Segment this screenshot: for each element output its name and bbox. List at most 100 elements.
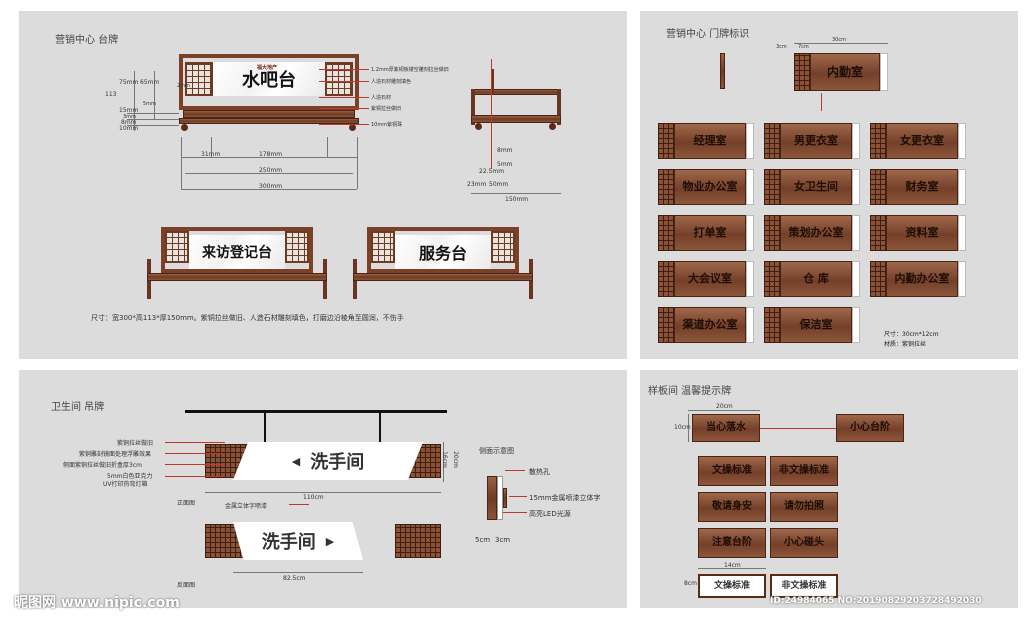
dim-line: [211, 137, 212, 157]
door-sign-text: 大会议室: [688, 272, 732, 285]
panel-title: 样板间 温馨提示牌: [648, 386, 732, 397]
callout-line: [319, 97, 369, 98]
callout-line: [503, 512, 527, 513]
door-sign-text: 物业办公室: [682, 180, 738, 193]
service-sign-board: 服务台: [395, 235, 491, 269]
dim-line: [233, 572, 363, 573]
side-callout-2: 15mm金属喷漆立体字: [529, 494, 601, 502]
door-sign-side: [746, 307, 754, 343]
front-sign-text: 洗手间: [310, 452, 365, 473]
side-base: [471, 115, 561, 123]
panel-title: 卫生间 吊牌: [51, 402, 105, 413]
sign-base: [147, 273, 327, 281]
front-lightbox: ◀ 洗手间: [233, 442, 423, 480]
hanger-wire: [379, 410, 381, 442]
material-note: 材质：紫铜拉丝: [884, 341, 927, 348]
dim-2mm: 2mm: [177, 83, 190, 89]
dim-side-8mm: 8mm: [497, 147, 513, 154]
door-sign-lattice: [870, 169, 886, 205]
right-lattice: [285, 231, 309, 263]
hanger-bar: [185, 410, 447, 413]
service-sign: 服务台: [353, 227, 533, 307]
door-sign-lattice: [658, 307, 674, 343]
door-sign: 渠道办公室: [674, 307, 746, 343]
door-sign: 经理室: [674, 123, 746, 159]
dim-line: [181, 137, 182, 189]
desk-sign-panel: 营销中心 台牌 水吧台 福大地产 1.2mm厚紫铜板镂空雕刻拉丝做旧 人造石材雕…: [19, 11, 627, 359]
left-lattice: [165, 231, 189, 263]
sign-frame: [367, 227, 519, 273]
door-sign-lattice: [870, 123, 886, 159]
dim-250mm: 250mm: [259, 167, 283, 174]
dim-line: [327, 137, 328, 157]
visitor-sign: 来访登记台: [147, 227, 327, 307]
door-sign: 保洁室: [780, 307, 852, 343]
callout-2: 紫铜雕刻镜面处理浮雕效果: [79, 451, 152, 458]
metal-label: 金属立体字喷漆: [225, 503, 268, 510]
door-sign: 策划办公室: [780, 215, 852, 251]
back-lattice-right: [395, 524, 441, 558]
door-sign-lattice: [870, 261, 886, 297]
foot: [349, 124, 356, 131]
callout-3: 侧面紫铜拉丝做旧折盒厚3cm: [63, 462, 142, 469]
door-sign-side: [852, 169, 860, 205]
foot: [549, 123, 556, 130]
right-lattice: [325, 62, 353, 96]
dim-14cm: 14cm: [724, 562, 741, 569]
front-label: 正面图: [177, 500, 196, 507]
dim-line: [181, 157, 357, 158]
tip-sign-text: 请勿拍照: [784, 501, 824, 512]
door-sign-side: [746, 261, 754, 297]
door-sign-text: 仓 库: [803, 272, 829, 285]
dim-65mm: 65mm: [140, 79, 160, 86]
tip-sign: 非文操标准: [770, 456, 838, 486]
white-tip-1-text: 文操标准: [713, 581, 750, 591]
door-sign-side: [746, 215, 754, 251]
door-sign-side: [958, 169, 966, 205]
door-sign-lattice: [764, 261, 780, 297]
watermark-id: ID:24984065 NO:20190829203728492030: [770, 596, 982, 606]
size-note: 尺寸：30cm*12cm: [884, 331, 939, 338]
hanger-wire: [264, 410, 266, 442]
top-dim-3cm: 3cm: [776, 44, 787, 50]
back-label: 反面图: [177, 582, 196, 589]
dim-line: [134, 71, 135, 131]
tip-sign-text: 注意台阶: [712, 537, 752, 548]
top-side-view: [720, 53, 725, 89]
door-sign-text: 打单室: [693, 226, 727, 239]
callout-3: 人造石材: [371, 95, 392, 101]
dim-10cm: 10cm: [674, 424, 691, 431]
dim-side-5mm: 5mm: [497, 161, 513, 168]
dim-line: [181, 189, 357, 190]
door-sign: 资料室: [886, 215, 958, 251]
dim-16cm: 16cm: [440, 451, 448, 468]
top-door-sign-text: 内勤室: [826, 65, 863, 79]
back-sign-text: 洗手间: [261, 532, 316, 553]
watermark-brand: 昵图网 www.nipic.com: [14, 595, 180, 611]
door-sign-side: [746, 123, 754, 159]
door-sign-text: 男更衣室: [794, 134, 838, 147]
callout-line: [319, 108, 369, 109]
dim-line: [127, 113, 179, 114]
dim-82-5cm: 82.5cm: [283, 575, 306, 582]
sign-frame: [179, 54, 359, 110]
dim-line: [698, 568, 766, 569]
dim-side-150mm: 150mm: [505, 196, 529, 203]
tip-sign: 注意台阶: [698, 528, 766, 558]
door-sign: 财务室: [886, 169, 958, 205]
sign-base: [183, 110, 355, 118]
door-sign-side: [958, 123, 966, 159]
callout-line: [319, 124, 369, 125]
door-sign-panel: 营销中心 门牌标识 内勤室 30cm 7cm 3cm 经理室男更衣室女更衣室物业…: [640, 11, 1018, 359]
side-dim-5cm: 5cm: [475, 536, 491, 544]
callout-line: [821, 93, 822, 111]
callout-4: 5mm白色亚克力: [107, 473, 153, 480]
door-sign-lattice: [658, 169, 674, 205]
tip-sign-text: 敬请身安: [712, 501, 752, 512]
dim-line: [127, 119, 179, 120]
foot: [181, 124, 188, 131]
dim-side-23mm: 23mm: [467, 181, 487, 188]
door-sign-grid: 经理室男更衣室女更衣室物业办公室女卫生间财务室打单室策划办公室资料室大会议室仓 …: [658, 123, 1014, 351]
callout-line: [760, 428, 836, 429]
dim-8cm: 8cm: [684, 580, 697, 587]
